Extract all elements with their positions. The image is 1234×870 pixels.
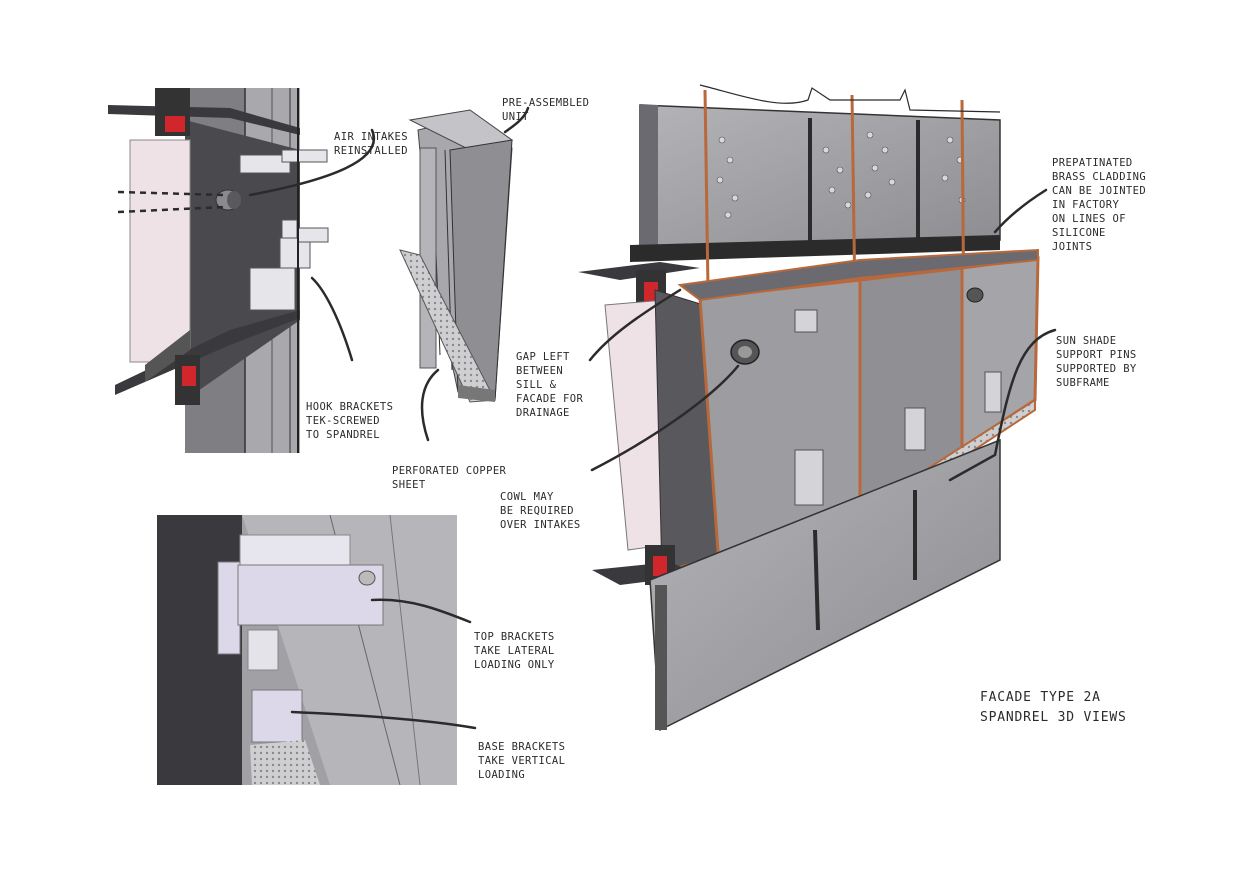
red-seal-main-top — [644, 282, 658, 302]
leader-lines — [248, 106, 1057, 730]
hook-brackets — [239, 149, 329, 311]
red-seal-bottom — [182, 366, 196, 386]
red-seal-main-bottom — [653, 556, 667, 576]
base-bracket — [251, 689, 303, 743]
air-intake-icon — [227, 191, 241, 209]
red-seal-top — [165, 116, 185, 132]
view-bracket-closeup — [157, 514, 457, 786]
view-pre-assembled-unit — [399, 109, 514, 403]
view-main-facade — [578, 84, 1040, 732]
view-spandrel-section — [108, 88, 329, 453]
top-bracket — [217, 561, 384, 655]
perforation-pattern — [716, 131, 966, 219]
